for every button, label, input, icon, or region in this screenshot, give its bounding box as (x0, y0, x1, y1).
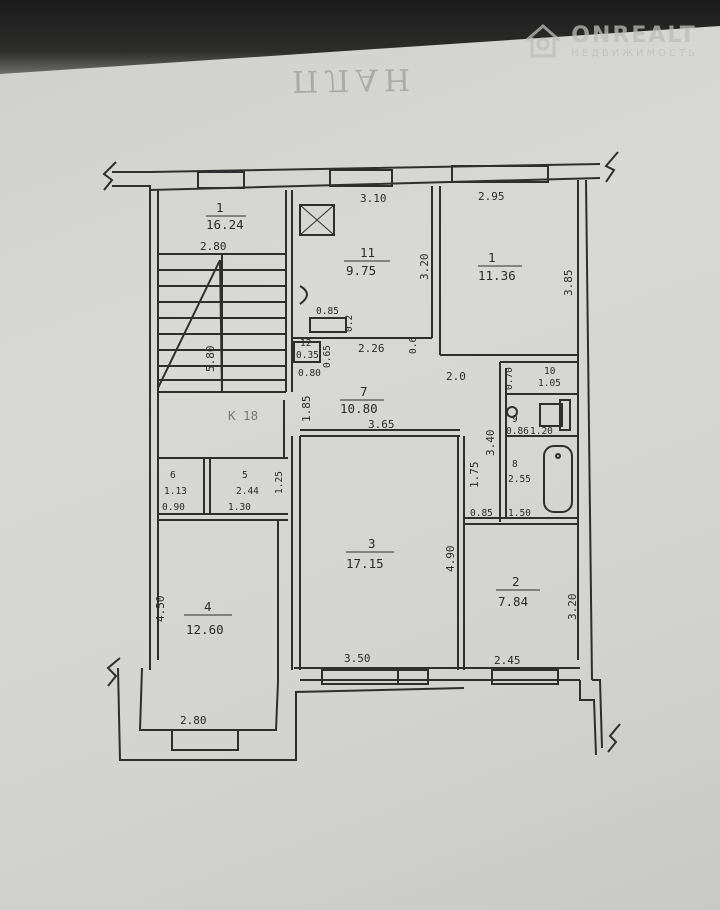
dim-stair-5-80: 5.80 (204, 346, 217, 373)
dim-3-65: 3.65 (368, 418, 395, 431)
dim-1-75: 1.75 (468, 462, 481, 489)
room-4-number: 4 (204, 599, 212, 614)
dim-4-90: 4.90 (444, 546, 457, 573)
watermark-subtitle: НЕДВИЖИМОСТЬ (571, 48, 698, 59)
watermark-name: ONREALT (571, 23, 697, 48)
dim-0-2: 0.2 (344, 315, 355, 332)
dim-stair-2-80: 2.80 (200, 240, 227, 253)
dim-4-50: 4.50 (154, 596, 167, 623)
dim-0-85-bottom: 0.85 (470, 508, 493, 519)
dim-0-70: 0.70 (504, 367, 515, 390)
room-10-area: 1.05 (538, 378, 561, 389)
room-2-area: 7.84 (498, 594, 528, 609)
room-7-number: 7 (360, 384, 368, 399)
dim-2-26: 2.26 (358, 342, 385, 355)
room-7-area: 10.80 (340, 401, 378, 416)
room-11-number: 11 (360, 245, 375, 260)
room-1-stair-area: 16.24 (206, 217, 244, 232)
room-6-area: 1.13 (164, 486, 187, 497)
dim-1-50: 1.50 (508, 508, 531, 519)
room-1-area: 11.36 (478, 268, 516, 283)
dim-1-25: 1.25 (274, 471, 285, 494)
dim-3-40: 3.40 (484, 430, 497, 457)
dim-2-0: 2.0 (446, 370, 466, 383)
dim-3-20-right: 3.20 (566, 594, 579, 621)
room-9-number: 9 (512, 414, 518, 425)
watermark: ONREALT НЕДВИЖИМОСТЬ (524, 23, 698, 62)
dim-0-90: 0.90 (162, 502, 185, 513)
dim-0-80: 0.80 (298, 368, 321, 379)
dim-bottom-2-80: 2.80 (180, 714, 207, 727)
dim-r1-3-85: 3.85 (562, 270, 575, 297)
room-1-stair-number: 1 (216, 200, 224, 215)
dim-0-86: 0.86 (506, 426, 529, 437)
room-6-number: 6 (170, 470, 176, 481)
dim-r11-3-20: 3.20 (418, 254, 431, 281)
dim-1-30: 1.30 (228, 502, 251, 513)
room-12-area: 0.35 (296, 350, 319, 361)
house-logo-icon (524, 24, 563, 62)
stair-label-k18: K 18 (228, 408, 258, 423)
room-12-number: 12 (300, 338, 311, 349)
room-3-area: 17.15 (346, 556, 384, 571)
dim-bottom-2-45: 2.45 (494, 654, 521, 667)
room-8-area: 2.55 (508, 474, 531, 485)
room-10-number: 10 (544, 366, 556, 377)
dim-top-2-95: 2.95 (478, 190, 505, 203)
dim-1-85: 1.85 (300, 396, 313, 423)
room-4-area: 12.60 (186, 622, 224, 637)
room-2-number: 2 (512, 574, 520, 589)
room-3-number: 3 (368, 536, 376, 551)
dim-bottom-3-50: 3.50 (344, 652, 371, 665)
room-5-area: 2.44 (236, 486, 259, 497)
dim-1-20: 1.20 (530, 426, 553, 437)
dim-0-65: 0.65 (322, 345, 333, 368)
room-8-number: 8 (512, 459, 518, 470)
room-5-number: 5 (242, 470, 248, 481)
dim-top-3-10: 3.10 (360, 192, 387, 205)
room-1-number: 1 (488, 250, 496, 265)
room-11-area: 9.75 (346, 263, 376, 278)
dim-0-85-top: 0.85 (316, 306, 339, 317)
dim-0-6: 0.6 (408, 337, 419, 354)
